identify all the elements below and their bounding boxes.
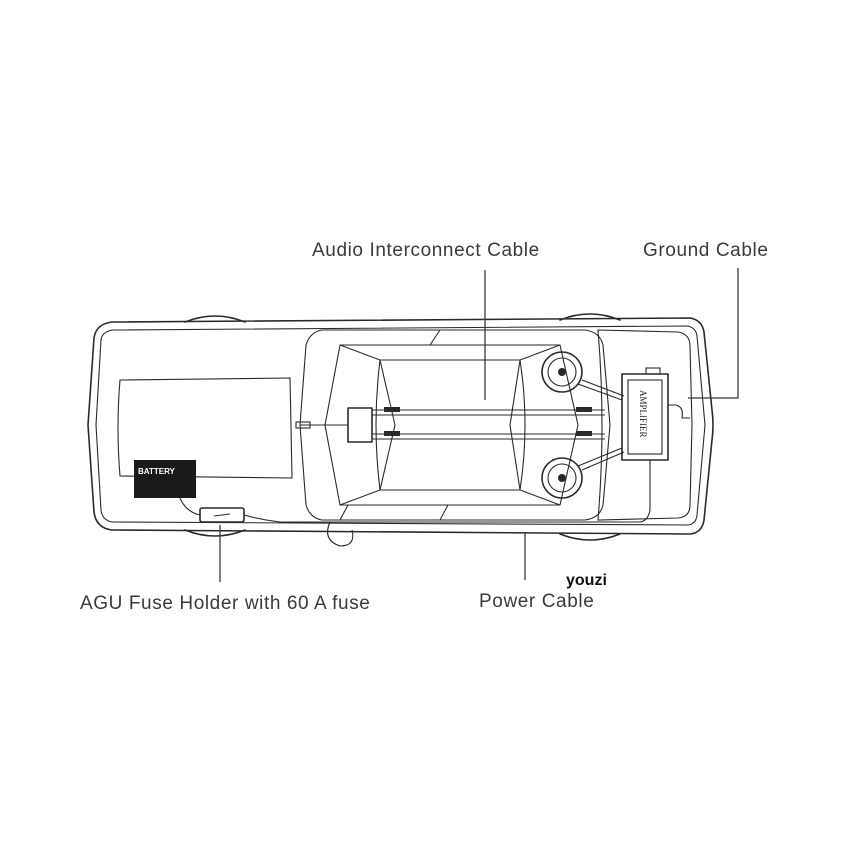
trunk bbox=[597, 329, 693, 521]
fuse-holder-label: AGU Fuse Holder with 60 A fuse bbox=[80, 593, 370, 614]
audio-interconnect-cable-label: Audio Interconnect Cable bbox=[312, 240, 540, 261]
ground-cable bbox=[668, 404, 690, 419]
battery-label: BATTERY bbox=[138, 467, 176, 476]
amplifier-label: AMPLIFIER bbox=[638, 390, 648, 438]
head-unit bbox=[295, 407, 373, 443]
car-body bbox=[87, 313, 714, 541]
hood-panel bbox=[117, 377, 293, 479]
cabin bbox=[299, 329, 611, 521]
ground-cable-label: Ground Cable bbox=[643, 240, 769, 261]
amplifier: AMPLIFIER bbox=[621, 367, 669, 461]
speaker-bottom bbox=[541, 457, 583, 499]
power-cable-label: Power Cable bbox=[479, 591, 594, 612]
audio-interconnect-cables bbox=[372, 407, 605, 440]
fuse-holder bbox=[199, 507, 245, 523]
speaker-wires bbox=[577, 379, 625, 471]
power-cable bbox=[179, 460, 651, 547]
speaker-top bbox=[541, 351, 583, 393]
watermark-text: youzi bbox=[566, 572, 607, 589]
battery: BATTERY bbox=[134, 460, 196, 498]
callout-lines bbox=[219, 268, 739, 582]
